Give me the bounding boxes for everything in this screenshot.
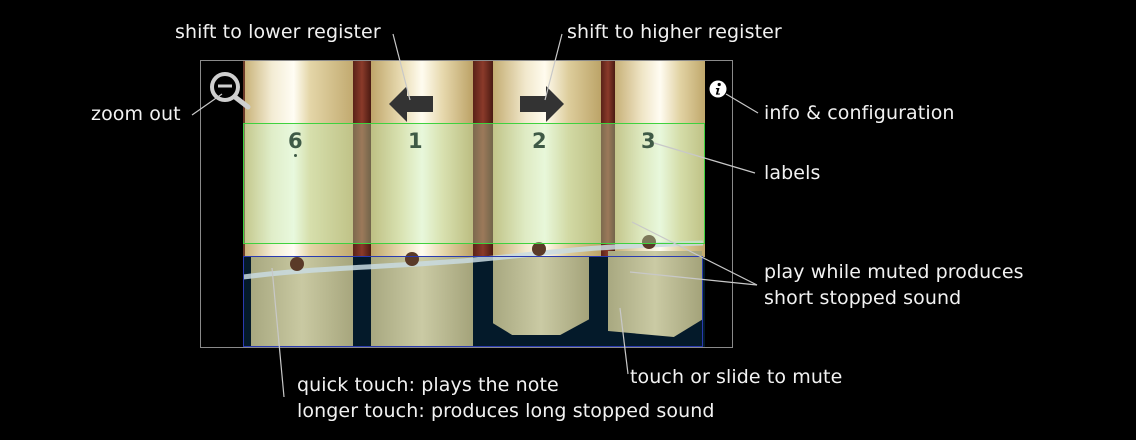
bar-label-2: 2	[532, 129, 547, 153]
annotation-touch-mute: touch or slide to mute	[630, 366, 843, 388]
annotation-zoom-out: zoom out	[91, 103, 181, 125]
bar-label-6: 6	[288, 129, 303, 153]
annotation-labels: labels	[764, 162, 821, 184]
annotation-info-config: info & configuration	[764, 102, 955, 124]
info-icon[interactable]	[709, 80, 727, 98]
bar-2-lower	[493, 257, 589, 335]
lower-octave-dot	[294, 154, 297, 157]
annotation-shift-higher: shift to higher register	[567, 21, 782, 43]
bar-label-1: 1	[408, 129, 423, 153]
instrument-photo	[243, 61, 705, 347]
annotation-longer-touch: longer touch: produces long stopped soun…	[297, 400, 715, 422]
annotation-quick-touch: quick touch: plays the note	[297, 374, 559, 396]
mute-zone[interactable]	[243, 256, 703, 347]
annotation-shift-lower: shift to lower register	[175, 21, 381, 43]
labels-zone[interactable]	[243, 123, 705, 244]
arrow-left-icon[interactable]	[389, 86, 433, 122]
annotation-play-muted-2: short stopped sound	[764, 287, 962, 309]
bar-1-lower	[371, 257, 473, 347]
zoom-out-magnifier-icon[interactable]	[208, 70, 254, 110]
annotation-play-muted-1: play while muted produces	[764, 261, 1024, 283]
bar-label-3: 3	[641, 129, 656, 153]
arrow-right-icon[interactable]	[520, 86, 564, 122]
